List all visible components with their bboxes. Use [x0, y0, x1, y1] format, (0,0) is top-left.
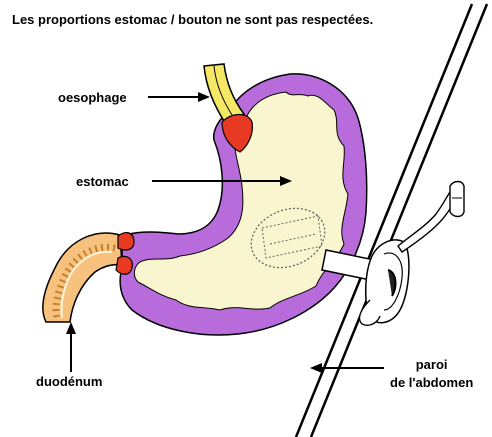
cardia-sphincter [221, 113, 253, 153]
label-paroi-line1: paroi [415, 357, 448, 372]
pylorus-sphincter-lower [115, 255, 133, 275]
pointer-arrows [66, 92, 384, 373]
label-oesophage: oesophage [58, 90, 127, 105]
abdominal-wall [294, 3, 489, 437]
gastrostomy-button [358, 180, 465, 326]
duodenum [42, 232, 123, 323]
label-estomac: estomac [76, 174, 129, 189]
label-paroi-abdomen: paroi de l'abdomen [390, 356, 473, 392]
button-balloon [250, 207, 326, 269]
oesophagus [203, 63, 246, 125]
diagram-title: Les proportions estomac / bouton ne sont… [12, 12, 374, 27]
label-duodenum: duodénum [36, 374, 103, 389]
pylorus-sphincter-upper [117, 232, 135, 251]
label-paroi-line2: de l'abdomen [390, 375, 474, 390]
